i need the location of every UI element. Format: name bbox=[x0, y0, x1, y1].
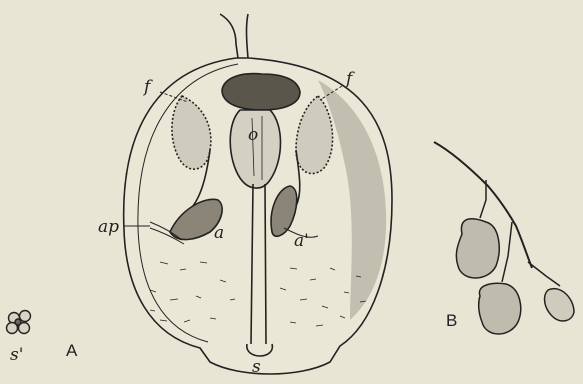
bell-flower-2 bbox=[479, 283, 521, 334]
label-a-prime: a' bbox=[294, 231, 309, 251]
label-f-left: f bbox=[142, 77, 153, 97]
flower-bud bbox=[545, 289, 574, 321]
label-panel-b: B bbox=[446, 311, 457, 330]
flower-stalk bbox=[220, 14, 248, 58]
flower-cross-section bbox=[124, 14, 392, 374]
label-panel-a: A bbox=[66, 341, 78, 360]
label-ap: ap bbox=[98, 217, 119, 237]
label-s: s bbox=[252, 357, 261, 377]
label-o: o bbox=[248, 125, 258, 145]
label-a: a bbox=[214, 223, 224, 243]
bell-flower-1 bbox=[456, 219, 499, 278]
label-s-prime: s' bbox=[10, 345, 23, 365]
twig-with-flowers-b bbox=[434, 142, 574, 334]
pollen-tetrad-a bbox=[7, 311, 31, 334]
ovary-top bbox=[222, 74, 300, 110]
label-f-right: f bbox=[344, 69, 355, 89]
